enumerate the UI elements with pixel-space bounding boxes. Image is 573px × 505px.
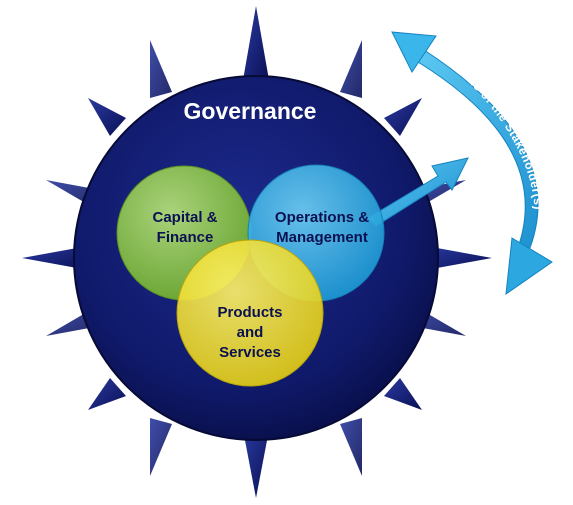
spike-nne <box>340 40 362 98</box>
products-services-circle <box>176 239 324 387</box>
capital-label-line2: Finance <box>157 229 214 246</box>
stakeholder-arc-text: Needs of the Stakeholder(s) <box>448 56 545 210</box>
operations-management-label: Operations & Management <box>275 209 369 246</box>
arc-arrowhead-top <box>391 31 437 73</box>
stakeholder-arc-label: Needs of the Stakeholder(s) <box>448 56 545 210</box>
spike-west <box>22 246 88 270</box>
spike-sse <box>340 418 362 476</box>
outward-arrow <box>367 157 469 227</box>
spike-nnw <box>150 40 172 98</box>
spike-north <box>243 6 269 80</box>
products-label-line3: Services <box>219 344 281 361</box>
spike-ssw <box>150 418 172 476</box>
operations-label-line2: Management <box>276 229 368 246</box>
products-label-line2: and <box>237 324 264 341</box>
governance-title: Governance <box>184 98 317 124</box>
spike-northwest <box>88 98 126 136</box>
capital-finance-label: Capital & Finance <box>152 209 217 246</box>
products-label-line1: Products <box>217 304 282 321</box>
spike-south <box>243 430 269 498</box>
spike-southwest <box>88 378 126 410</box>
products-services-label: Products and Services <box>217 304 282 361</box>
spike-east <box>426 246 492 270</box>
spike-southeast <box>384 378 422 410</box>
capital-label-line1: Capital & <box>152 209 217 226</box>
spike-northeast <box>384 98 422 136</box>
arc-arrowhead-bottom <box>505 237 553 296</box>
operations-label-line1: Operations & <box>275 209 369 226</box>
